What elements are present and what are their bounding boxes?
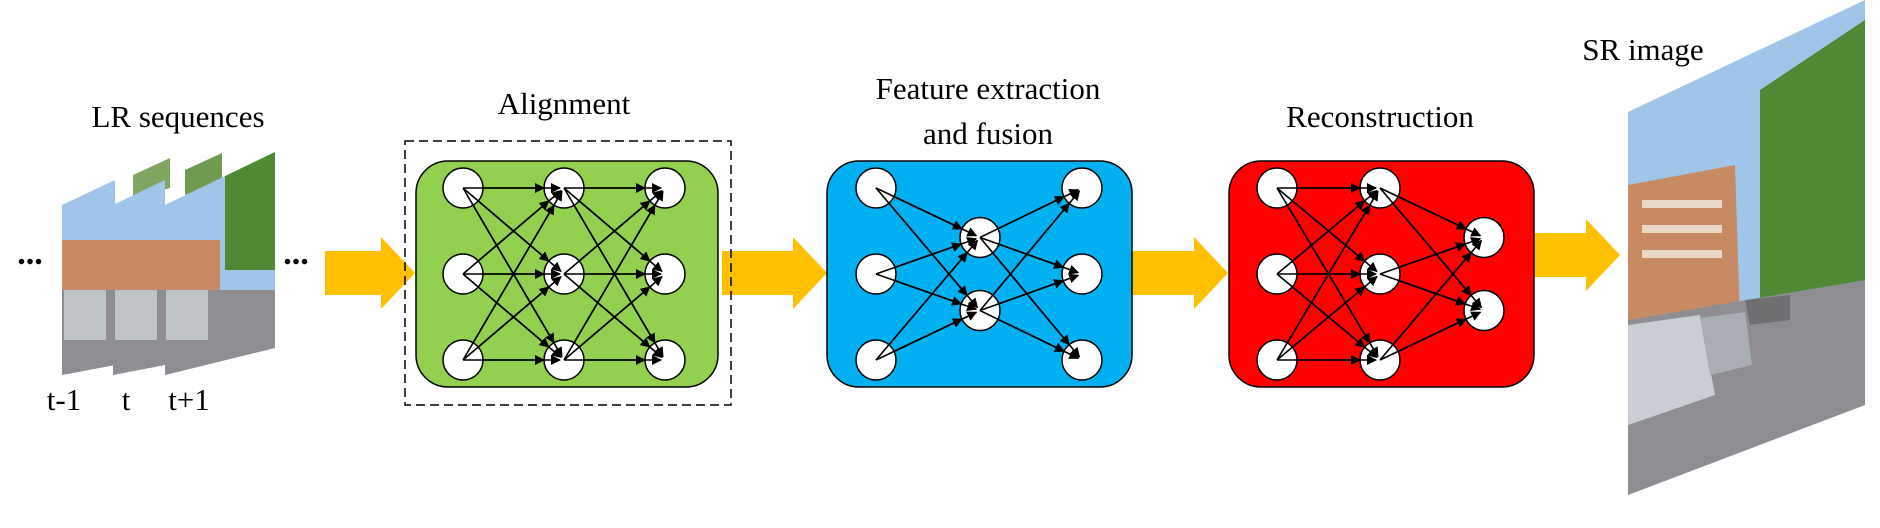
alignment-edge-overlay xyxy=(462,189,562,275)
alignment-edge-overlay xyxy=(563,189,663,275)
feature-extraction-stage xyxy=(826,160,1133,388)
alignment-edge-overlay xyxy=(563,275,663,361)
ellipsis-right: ... xyxy=(283,235,309,272)
reconstruction-edge-overlay xyxy=(1379,273,1482,311)
sr-image-group: SR image xyxy=(1582,0,1865,495)
frame-label-t: t xyxy=(122,382,131,417)
flow-arrow xyxy=(325,237,415,309)
reconstruction-edge-overlay xyxy=(1276,187,1378,273)
feature-edge-overlay xyxy=(979,189,1080,239)
reconstruction-edge-overlay xyxy=(1276,189,1378,275)
feature-edge-overlay xyxy=(979,309,1080,359)
sr-image-title: SR image xyxy=(1582,32,1703,67)
stage-title-alignment: Alignment xyxy=(498,86,631,121)
alignment-edge-overlay xyxy=(462,190,563,361)
stage-title-feature-line-1: Feature extraction xyxy=(876,71,1101,106)
feature-node xyxy=(1061,167,1103,209)
lr-frame-t-minus-1 xyxy=(62,180,115,375)
feature-edge-overlay xyxy=(875,273,978,311)
stage-title-feature-line-2: and fusion xyxy=(923,116,1054,151)
lr-sequences-group: LR sequences ... ... xyxy=(17,99,309,417)
flow-arrows xyxy=(325,219,1620,309)
alignment-stage xyxy=(415,160,719,388)
feature-edge-overlay xyxy=(875,311,978,361)
alignment-edge-overlay xyxy=(462,187,563,358)
reconstruction-edge-overlay xyxy=(1379,187,1483,309)
feature-box xyxy=(826,160,1133,388)
feature-edge-overlay xyxy=(875,187,979,309)
reconstruction-edge-overlay xyxy=(1276,190,1379,361)
stage-title-reconstruction: Reconstruction xyxy=(1286,99,1474,134)
lr-frame-t xyxy=(113,180,165,375)
alignment-edge-overlay xyxy=(563,190,664,361)
alignment-dashed-outline xyxy=(404,140,732,406)
reconstruction-edge-overlay xyxy=(1379,237,1482,275)
frame-label-t-minus-1: t-1 xyxy=(47,382,81,417)
alignment-edge-overlay xyxy=(462,273,562,359)
feature-edge-overlay xyxy=(979,273,1080,312)
flow-arrow xyxy=(1535,219,1620,291)
feature-edge-overlay xyxy=(875,239,979,361)
feature-edge-overlay xyxy=(979,190,1081,312)
reconstruction-edge-overlay xyxy=(1379,187,1482,237)
alignment-edge-overlay xyxy=(462,275,562,361)
feature-edge-overlay xyxy=(979,236,1080,275)
flow-arrow xyxy=(1130,237,1228,309)
frame-label-t-plus-1: t+1 xyxy=(168,382,210,417)
flow-arrow xyxy=(722,237,827,309)
ellipsis-left: ... xyxy=(17,235,43,272)
reconstruction-stage xyxy=(1228,160,1535,388)
reconstruction-edge-overlay xyxy=(1276,275,1378,361)
feature-node xyxy=(1061,253,1103,295)
reconstruction-edge-overlay xyxy=(1379,311,1482,361)
alignment-edge-overlay xyxy=(462,187,562,273)
reconstruction-node xyxy=(1463,216,1505,259)
feature-edge-overlay xyxy=(875,187,978,237)
alignment-edge-overlay xyxy=(563,187,664,358)
reconstruction-edge-overlay xyxy=(1276,273,1378,359)
reconstruction-edge-overlay xyxy=(1276,187,1379,358)
feature-edge-overlay xyxy=(875,237,978,275)
reconstruction-node xyxy=(1463,289,1505,332)
alignment-edge-overlay xyxy=(563,187,663,273)
lr-frame-t-plus-1 xyxy=(165,152,275,375)
reconstruction-edge-overlay xyxy=(1379,239,1483,361)
sr-image-picture xyxy=(1628,0,1865,495)
lr-sequences-title: LR sequences xyxy=(91,99,264,134)
feature-node xyxy=(1061,339,1103,381)
alignment-edge-overlay xyxy=(563,273,663,359)
feature-edge-overlay xyxy=(979,236,1081,358)
